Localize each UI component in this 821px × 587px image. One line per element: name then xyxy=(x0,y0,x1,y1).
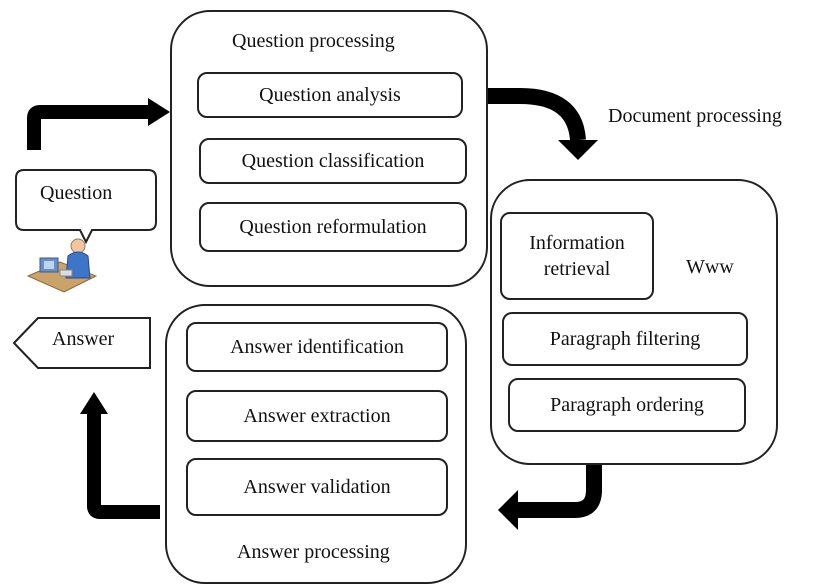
answer-label: Answer xyxy=(52,328,115,350)
www-label: Www xyxy=(686,256,734,278)
user-computer-icon xyxy=(26,238,98,293)
answer-validation-step: Answer validation xyxy=(186,458,448,516)
answer-extraction-step: Answer extraction xyxy=(186,390,448,442)
information-retrieval-step: Information retrieval xyxy=(500,212,654,300)
question-reformulation-step: Question reformulation xyxy=(199,202,467,252)
paragraph-ordering-step: Paragraph ordering xyxy=(508,378,746,432)
arrow-head-to-dp xyxy=(558,140,598,160)
arrow-qp-to-dp xyxy=(464,88,586,141)
answer-shape xyxy=(12,317,151,369)
arrow-dp-to-ap xyxy=(515,465,602,518)
arrow-question-to-processing xyxy=(27,105,150,150)
answer-processing-title: Answer processing xyxy=(237,541,390,563)
arrow-head-to-answer xyxy=(80,392,108,414)
question-label: Question xyxy=(40,182,113,204)
question-bubble xyxy=(15,169,157,245)
answer-identification-step: Answer identification xyxy=(186,322,448,372)
document-processing-title: Document processing xyxy=(608,105,782,127)
arrow-ap-to-answer xyxy=(87,412,160,519)
arrow-head-to-ap xyxy=(498,490,518,530)
paragraph-filtering-step: Paragraph filtering xyxy=(502,312,748,366)
question-classification-step: Question classification xyxy=(199,138,467,184)
arrow-head-to-processing xyxy=(148,98,170,126)
question-processing-title: Question processing xyxy=(232,30,395,52)
question-analysis-step: Question analysis xyxy=(197,72,463,118)
